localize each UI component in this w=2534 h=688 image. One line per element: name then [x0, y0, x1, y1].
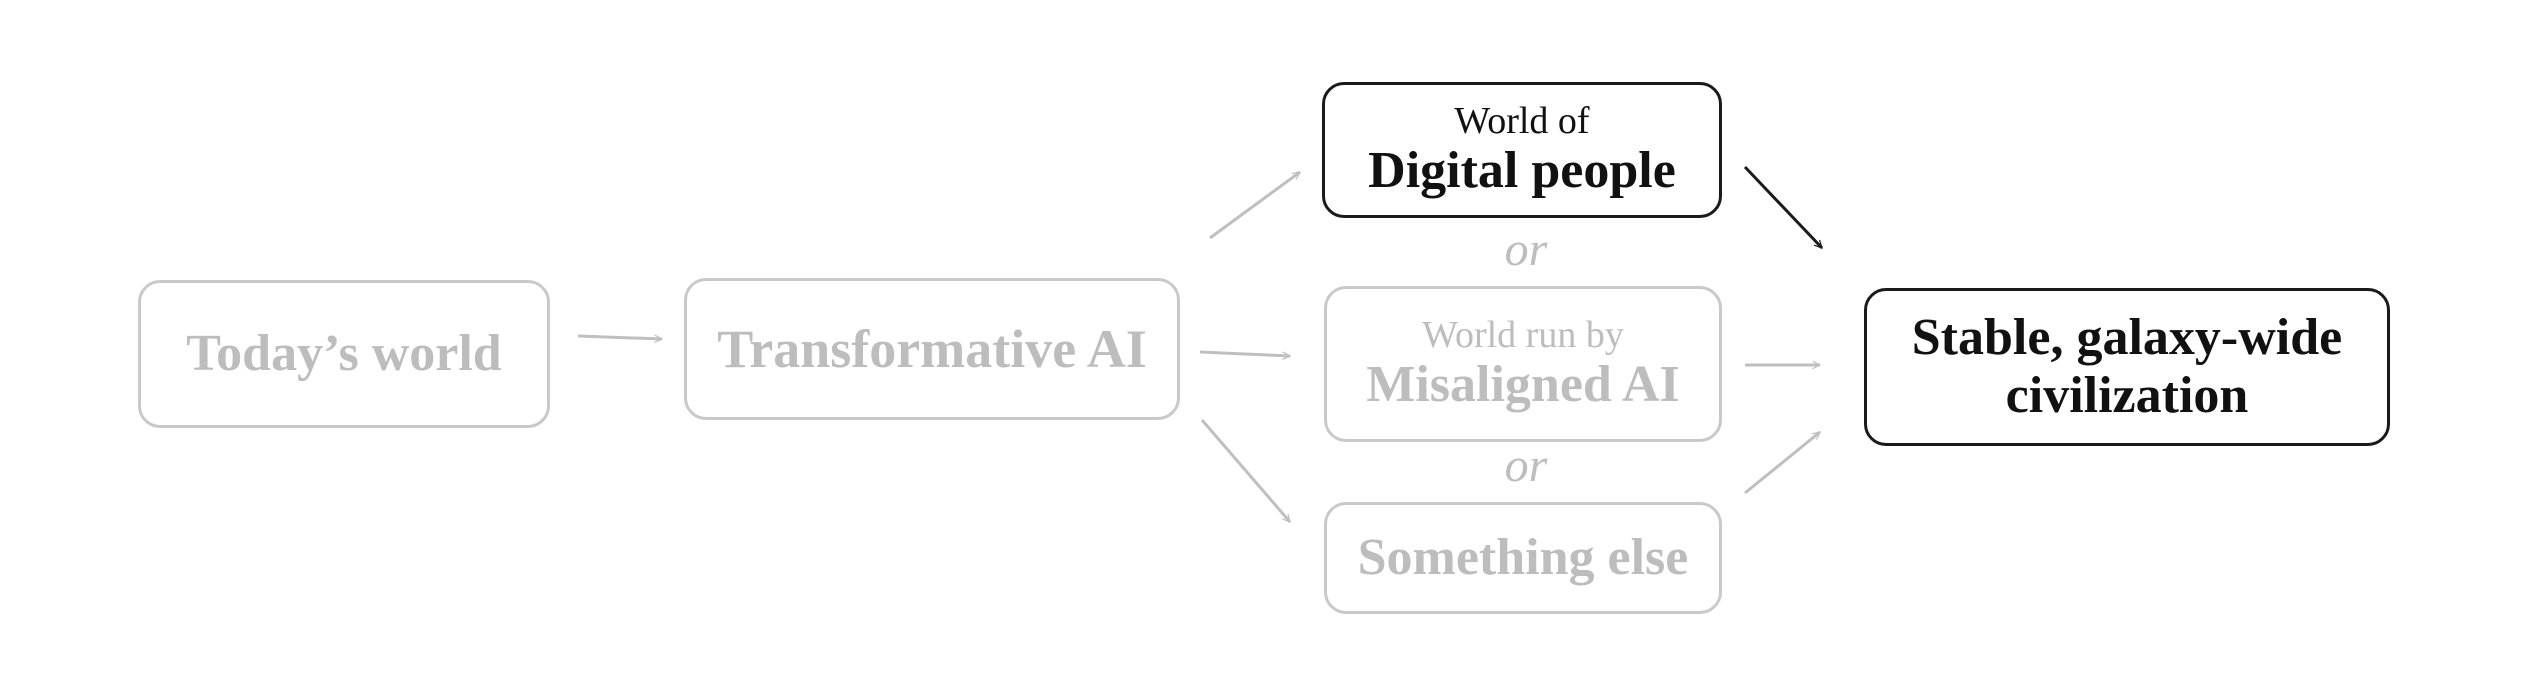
node-transformative-ai-label: Transformative AI: [717, 318, 1147, 379]
node-digital-people-sublabel: World of: [1454, 99, 1590, 142]
node-digital-people-label: Digital people: [1368, 142, 1676, 200]
node-digital-people: World of Digital people: [1322, 82, 1722, 218]
node-something-else: Something else: [1324, 502, 1722, 614]
node-todays-world-label: Today’s world: [186, 324, 502, 382]
or-separator-upper: or: [1504, 223, 1548, 276]
arrow-digital-to-stable: [1743, 165, 1824, 250]
arrow-transformative-to-digital: [1209, 170, 1300, 240]
node-stable-civilization-line1: Stable, galaxy-wide: [1911, 308, 2343, 366]
arrow-transformative-to-misaligned: [1199, 350, 1290, 356]
arrow-something-to-stable: [1744, 430, 1820, 495]
or-separator-lower: or: [1504, 439, 1548, 492]
node-stable-civilization-line2: civilization: [2005, 367, 2249, 424]
node-stable-civilization: Stable, galaxy-wide civilization: [1864, 288, 2390, 446]
node-todays-world: Today’s world: [138, 280, 550, 428]
node-transformative-ai: Transformative AI: [684, 278, 1180, 420]
node-something-else-label: Something else: [1357, 528, 1689, 586]
arrow-today-to-transformative: [577, 336, 662, 339]
node-misaligned-ai: World run by Misaligned AI: [1324, 286, 1722, 442]
arrow-transformative-to-something: [1200, 419, 1292, 522]
node-misaligned-ai-label: Misaligned AI: [1366, 356, 1680, 414]
node-misaligned-ai-sublabel: World run by: [1422, 313, 1624, 356]
